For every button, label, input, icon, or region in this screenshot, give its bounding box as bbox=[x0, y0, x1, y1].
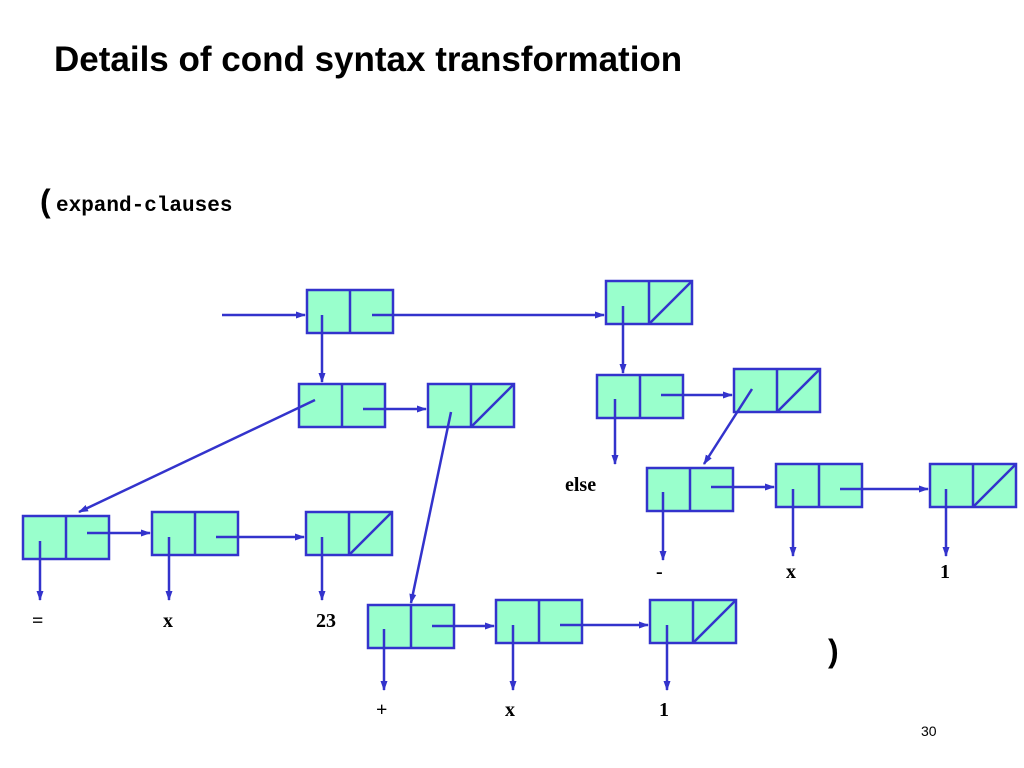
atom-labels: = x 23 + x 1 else - x 1 bbox=[32, 474, 950, 721]
atom-23: 23 bbox=[316, 610, 336, 632]
close-paren: ) bbox=[828, 633, 839, 669]
atom-x-3: x bbox=[786, 561, 796, 583]
cell-clause1-1 bbox=[297, 382, 387, 429]
cell-else-1 bbox=[595, 373, 685, 420]
cell-minus-3 bbox=[928, 462, 1018, 509]
page-title: Details of cond syntax transformation bbox=[54, 40, 683, 79]
atom-1-b: 1 bbox=[940, 561, 950, 583]
cell-top-2 bbox=[604, 279, 694, 326]
cell-plus-2 bbox=[494, 598, 584, 645]
arrow-clause1-car bbox=[78, 398, 316, 514]
cell-eq-3 bbox=[304, 510, 394, 557]
atom-minus: - bbox=[656, 561, 663, 583]
atom-equals: = bbox=[32, 610, 43, 632]
cell-clause1-2 bbox=[426, 382, 516, 429]
cell-minus-2 bbox=[774, 462, 864, 509]
atom-x-2: x bbox=[505, 699, 515, 721]
atom-plus: + bbox=[376, 699, 387, 721]
open-paren: ( bbox=[40, 183, 51, 219]
cell-minus-1 bbox=[645, 466, 735, 513]
cell-eq-1 bbox=[21, 514, 111, 561]
atom-1-a: 1 bbox=[659, 699, 669, 721]
atom-x-1: x bbox=[163, 610, 173, 632]
cell-eq-2 bbox=[150, 510, 240, 557]
pointer-arrows bbox=[36, 306, 950, 691]
atom-else: else bbox=[565, 474, 596, 496]
arrow-clause1b-car bbox=[409, 411, 453, 604]
page-number: 30 bbox=[921, 723, 937, 739]
cons-cells bbox=[21, 279, 1018, 650]
cell-else-2 bbox=[732, 367, 822, 414]
arrow-else2-car bbox=[702, 388, 754, 465]
cell-top-1 bbox=[305, 288, 395, 335]
cell-plus-3 bbox=[648, 598, 738, 645]
procedure-name: expand-clauses bbox=[56, 195, 233, 218]
